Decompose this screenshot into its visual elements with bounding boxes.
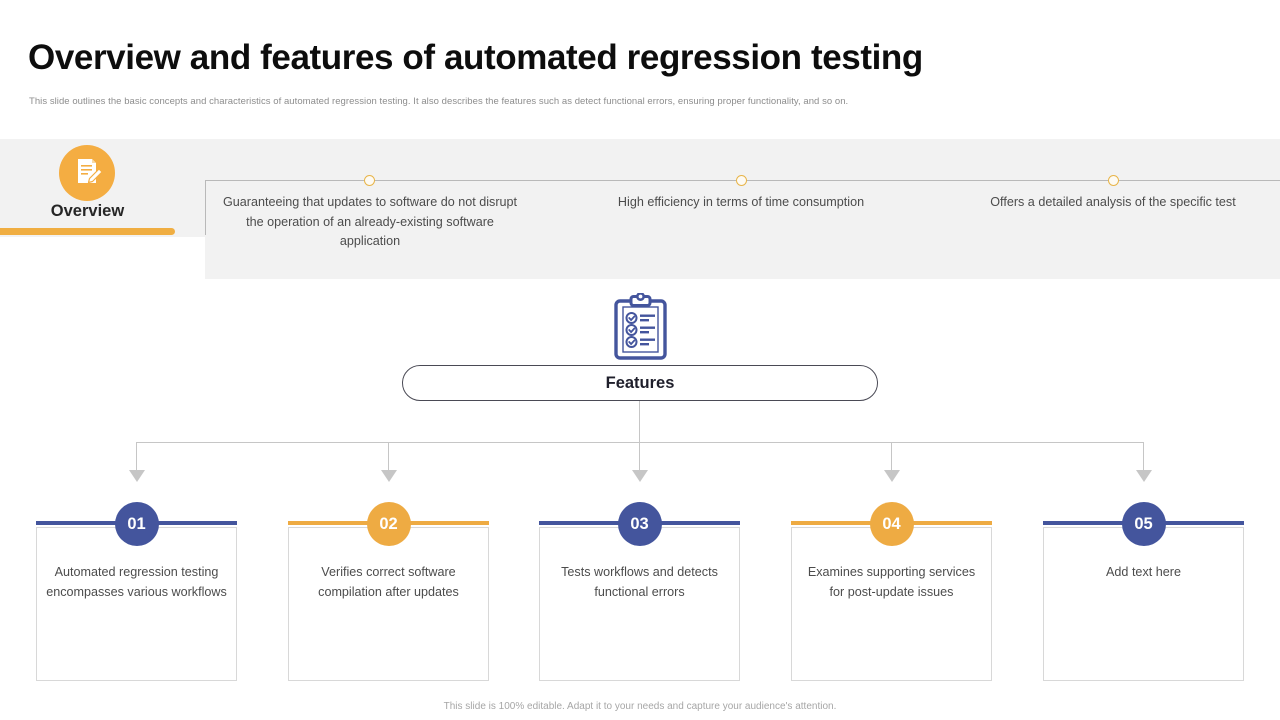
overview-label: Overview [50,202,125,220]
card-number-label: 02 [379,514,398,533]
arrow-head-3 [631,470,648,482]
clipboard-checklist-icon [612,291,669,361]
feature-card-04[interactable]: 04 Examines supporting services for post… [791,502,992,681]
feature-card-02[interactable]: 02 Verifies correct software compilation… [288,502,489,681]
overview-item-2: High efficiency in terms of time consump… [617,195,865,209]
arrow-head-4 [883,470,900,482]
overview-item-1: Guaranteeing that updates to software do… [222,195,518,248]
card-text: Automated regression testing encompasses… [46,565,227,599]
overview-item-3: Offers a detailed analysis of the specif… [990,195,1236,209]
connector-drop-4 [891,442,893,471]
card-text: Examines supporting services for post-up… [807,565,976,599]
card-text: Add text here [1106,565,1181,579]
card-text: Tests workflows and detects functional e… [561,565,718,599]
feature-card-05[interactable]: 05 Add text here [1043,502,1244,681]
card-number-badge: 05 [1121,502,1166,546]
arrow-head-2 [380,470,397,482]
overview-band [0,139,1280,279]
page-subtitle: This slide outlines the basic concepts a… [29,96,849,107]
card-text: Verifies correct software compilation af… [318,565,459,599]
page-title: Overview and features of automated regre… [28,38,923,77]
card-number-label: 03 [630,514,649,533]
card-body [288,527,489,681]
connector-drop-2 [388,442,390,471]
card-number-label: 04 [882,514,901,533]
features-title-pill[interactable]: Features [402,365,878,401]
arrow-head-1 [128,470,145,482]
card-body [1043,527,1244,681]
card-number-badge: 03 [617,502,662,546]
card-number-badge: 04 [869,502,914,546]
footer-note: This slide is 100% editable. Adapt it to… [443,701,837,712]
timeline-dot-1 [364,175,375,186]
connector-drop-3 [639,442,641,471]
feature-card-03[interactable]: 03 Tests workflows and detects functiona… [539,502,740,681]
timeline-corner [205,180,206,235]
card-body [791,527,992,681]
feature-card-01[interactable]: 01 Automated regression testing encompas… [36,502,237,681]
card-number-label: 01 [127,514,146,533]
arrow-head-5 [1135,470,1152,482]
card-number-badge: 02 [366,502,411,546]
timeline-dot-2 [736,175,747,186]
connector-stem [639,401,641,442]
connector-drop-5 [1143,442,1145,471]
overview-icon-circle [59,145,115,201]
card-body [36,527,237,681]
card-body [539,527,740,681]
card-number-badge: 01 [114,502,159,546]
overview-accent-bar [0,228,175,235]
features-title-label: Features [605,373,675,392]
connector-drop-1 [136,442,138,471]
card-number-label: 05 [1134,514,1153,533]
timeline-dot-3 [1108,175,1119,186]
document-pencil-icon [72,156,103,191]
